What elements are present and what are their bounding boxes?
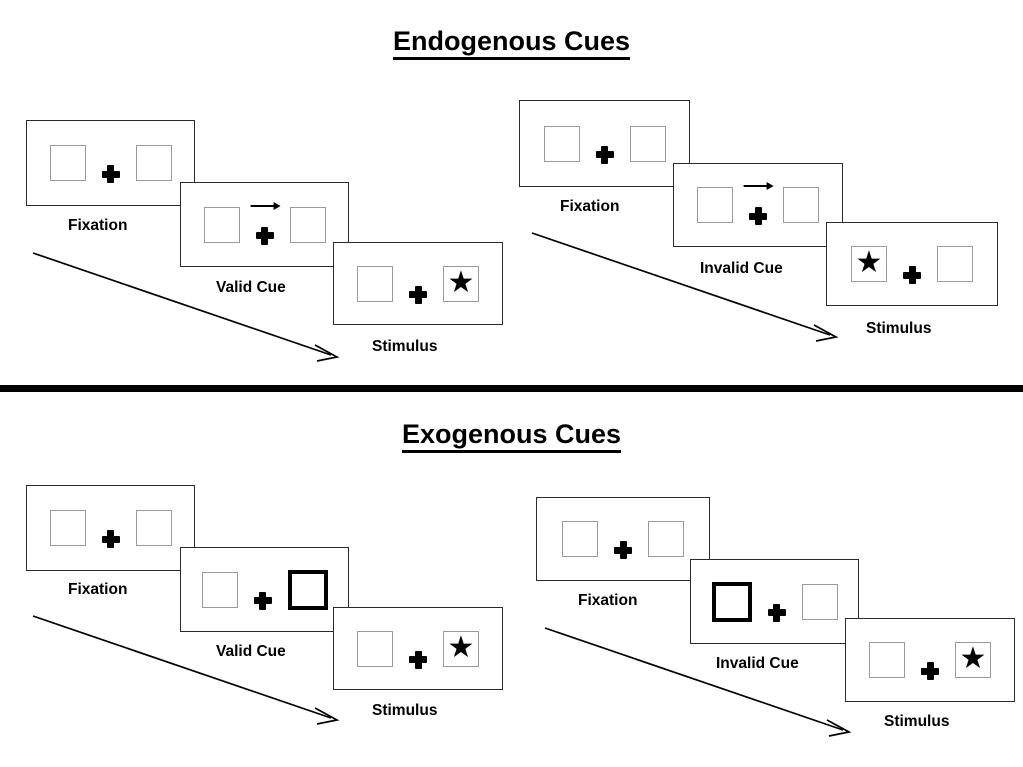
fixation-cross-wrap [612, 517, 634, 561]
caption-exogenous-valid-cue: Valid Cue [216, 643, 286, 660]
caption-exogenous-valid-fixation: Fixation [68, 581, 128, 598]
right-box [648, 521, 684, 557]
left-box-cued [711, 581, 752, 622]
right-box-with-target: ★ [443, 630, 479, 667]
stimulus-display [49, 506, 172, 550]
trial-frame-endogenous-invalid-fixation [519, 100, 690, 187]
fixation-cross-icon [252, 590, 274, 612]
trial-frame-exogenous-invalid-fixation [536, 497, 710, 581]
trial-frame-exogenous-invalid-cue [690, 559, 859, 644]
fixation-cross-wrap [743, 182, 774, 227]
section-title-endogenous: Endogenous Cues [0, 26, 1023, 60]
left-box [697, 187, 733, 223]
caption-exogenous-invalid-stimulus: Stimulus [884, 713, 950, 730]
trial-frame-exogenous-valid-fixation [26, 485, 195, 571]
fixation-cross-wrap [919, 638, 941, 682]
caption-endogenous-valid-stimulus: Stimulus [372, 338, 438, 355]
left-box [201, 571, 238, 608]
right-box [135, 510, 172, 546]
trial-frame-exogenous-invalid-stimulus: ★ [845, 618, 1015, 702]
left-box-with-target: ★ [851, 246, 887, 282]
left-box [543, 125, 580, 162]
right-box [289, 206, 326, 243]
right-box [629, 125, 666, 162]
fixation-cross-icon [407, 649, 429, 671]
left-box [357, 265, 393, 302]
fixation-cross-icon [919, 660, 941, 682]
caption-exogenous-invalid-fixation: Fixation [578, 592, 638, 609]
left-box [49, 510, 86, 546]
fixation-cross-icon [100, 163, 122, 185]
section-title-endogenous-text: Endogenous Cues [392, 26, 630, 60]
stimulus-display: ★ [869, 638, 991, 682]
fixation-cross-icon [901, 264, 923, 286]
fixation-cross-icon [766, 602, 788, 624]
fixation-cross-wrap [407, 262, 429, 306]
timeline-arrow-endogenous-invalid [531, 232, 839, 342]
stimulus-display [543, 122, 666, 166]
caption-endogenous-invalid-fixation: Fixation [560, 198, 620, 215]
fixation-cross-icon [747, 205, 769, 227]
caption-exogenous-valid-stimulus: Stimulus [372, 702, 438, 719]
trial-frame-endogenous-invalid-stimulus: ★ [826, 222, 998, 306]
left-box [357, 630, 393, 667]
stimulus-display [49, 141, 172, 185]
left-box [869, 642, 905, 678]
fixation-cross-wrap [100, 141, 122, 185]
fixation-cross-wrap [250, 201, 281, 247]
right-box-with-target: ★ [955, 642, 991, 678]
caption-endogenous-valid-cue: Valid Cue [216, 279, 286, 296]
trial-frame-exogenous-valid-stimulus: ★ [333, 607, 503, 690]
fixation-cross-wrap [252, 568, 274, 612]
arrow-right-cue-icon [250, 201, 281, 211]
star-icon: ★ [959, 642, 987, 675]
section-title-exogenous-text: Exogenous Cues [401, 419, 622, 453]
caption-exogenous-invalid-cue: Invalid Cue [716, 655, 799, 672]
right-box [783, 187, 819, 223]
stimulus-display: ★ [357, 262, 479, 306]
fixation-cross-icon [612, 539, 634, 561]
fixation-cross-icon [407, 284, 429, 306]
left-box [562, 521, 598, 557]
left-box [49, 145, 86, 181]
fixation-cross-icon [254, 225, 276, 247]
trial-frame-endogenous-valid-cue [180, 182, 349, 267]
timeline-arrow-exogenous-invalid [544, 627, 852, 737]
right-box-cued [287, 569, 328, 610]
stimulus-display: ★ [851, 242, 973, 286]
star-icon: ★ [447, 630, 475, 664]
trial-frame-endogenous-invalid-cue [673, 163, 843, 247]
right-box [135, 145, 172, 181]
timeline-arrow-endogenous-valid [32, 252, 340, 362]
right-box [937, 246, 973, 282]
fixation-cross-icon [100, 528, 122, 550]
caption-endogenous-invalid-stimulus: Stimulus [866, 320, 932, 337]
fixation-cross-icon [594, 144, 616, 166]
trial-frame-endogenous-valid-fixation [26, 120, 195, 206]
fixation-cross-wrap [594, 122, 616, 166]
stimulus-display [697, 182, 819, 227]
star-icon: ★ [855, 246, 883, 279]
fixation-cross-wrap [407, 627, 429, 671]
stimulus-display [711, 580, 838, 624]
fixation-cross-wrap [100, 506, 122, 550]
fixation-cross-wrap [901, 242, 923, 286]
right-box [801, 583, 838, 620]
stimulus-display: ★ [357, 627, 479, 671]
trial-frame-endogenous-valid-stimulus: ★ [333, 242, 503, 325]
section-title-exogenous: Exogenous Cues [0, 419, 1023, 453]
timeline-arrow-exogenous-valid [32, 615, 340, 725]
stimulus-display [201, 568, 328, 612]
fixation-cross-wrap [766, 580, 788, 624]
caption-endogenous-valid-fixation: Fixation [68, 217, 128, 234]
right-box-with-target: ★ [443, 265, 479, 302]
stimulus-display [203, 201, 326, 247]
star-icon: ★ [447, 265, 475, 299]
left-box [203, 206, 240, 243]
caption-endogenous-invalid-cue: Invalid Cue [700, 260, 783, 277]
trial-frame-exogenous-valid-cue [180, 547, 349, 632]
section-divider [0, 385, 1023, 392]
stimulus-display [562, 517, 684, 561]
arrow-right-cue-icon [743, 181, 774, 191]
